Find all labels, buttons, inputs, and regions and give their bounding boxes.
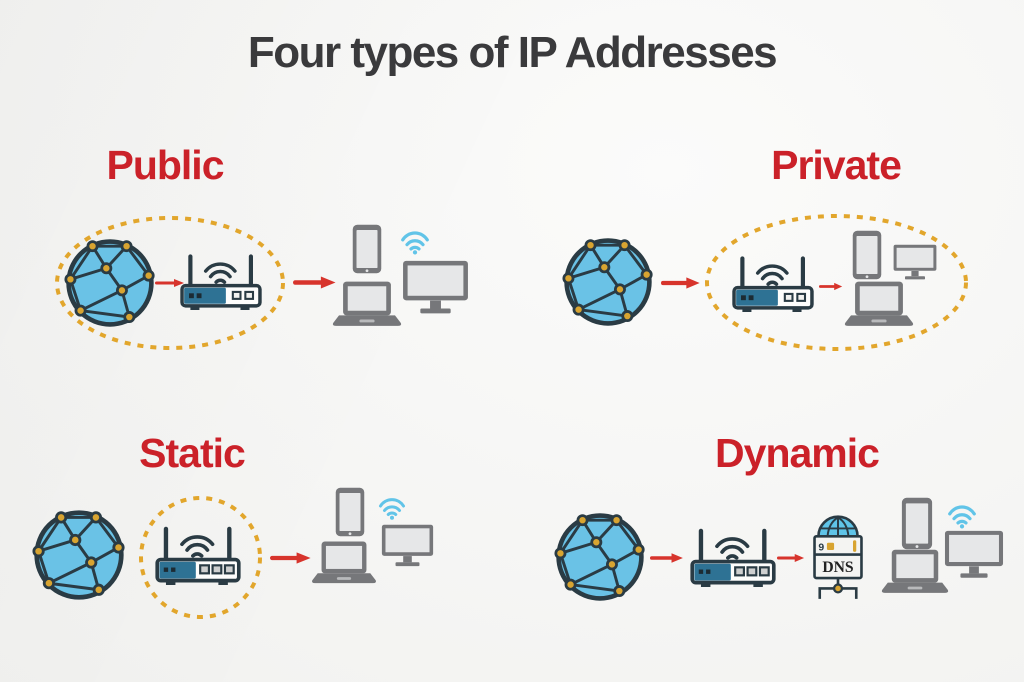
dns-server-icon: 9 DNS bbox=[813, 515, 863, 599]
section-label-dynamic: Dynamic bbox=[715, 430, 880, 476]
highlight-ring bbox=[55, 216, 285, 350]
server-top-label: 9 bbox=[818, 543, 824, 554]
section-label-private: Private bbox=[771, 142, 902, 188]
section-label-public: Public bbox=[106, 142, 224, 188]
wifi-router-icon bbox=[689, 520, 777, 587]
monitor-icon bbox=[944, 530, 1004, 581]
laptop-icon bbox=[881, 549, 949, 597]
tablet-icon bbox=[901, 497, 933, 550]
highlight-ring bbox=[139, 496, 262, 619]
flow-arrow-icon bbox=[650, 552, 684, 564]
highlight-ring bbox=[705, 214, 968, 351]
section-label-static: Static bbox=[139, 430, 246, 476]
wifi-signal-icon bbox=[946, 503, 978, 529]
internet-globe-icon bbox=[554, 511, 646, 603]
page-title: Four types of IP Addresses bbox=[247, 28, 778, 77]
dns-label: DNS bbox=[822, 559, 854, 576]
flow-arrow-icon bbox=[777, 553, 805, 563]
